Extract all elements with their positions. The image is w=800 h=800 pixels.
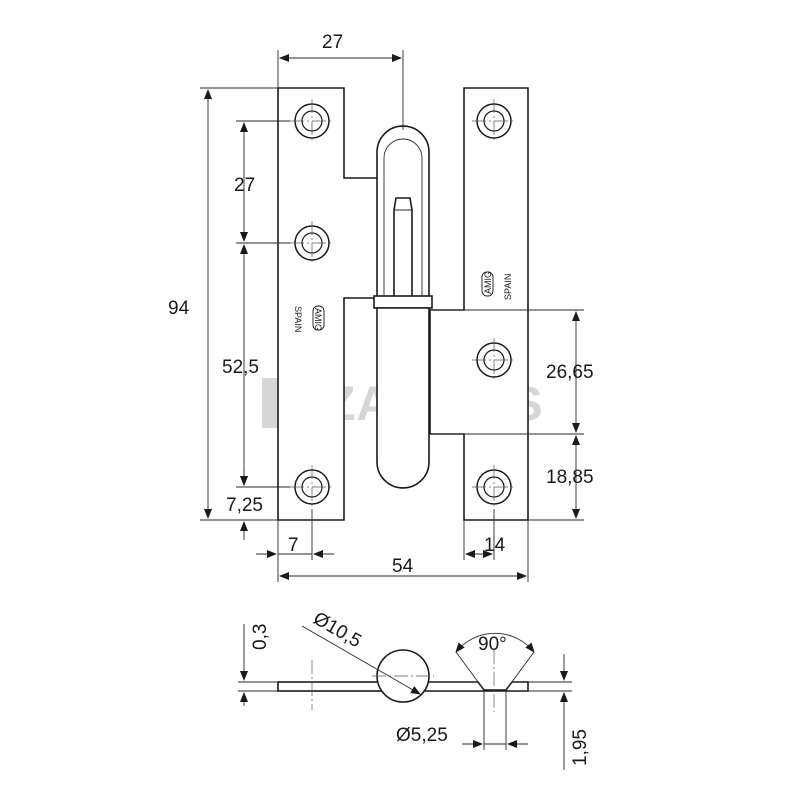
svg-text:AMIG: AMIG	[483, 271, 493, 294]
svg-text:SPAIN: SPAIN	[293, 306, 303, 332]
dim-knuckle-offset: 27	[322, 32, 343, 53]
screw-hole	[290, 465, 334, 509]
dim-right-bottom-offset: 18,85	[546, 467, 594, 488]
dimension-labels: 27 94 27 52,5 7,25 7 54 14 26,65 18,85	[168, 32, 594, 577]
hinge-pin-lower	[376, 307, 430, 489]
stamp-left: AMIG SPAIN	[293, 305, 325, 332]
hinge-pin-upper	[376, 125, 430, 301]
dim-hole-spacing-lower: 52,5	[222, 357, 259, 378]
dim-countersink-angle: 90°	[478, 634, 507, 655]
stamp-right: AMIG SPAIN	[481, 271, 513, 300]
screw-hole	[290, 99, 334, 143]
dim-hole-diameter: Ø5,25	[396, 725, 448, 746]
svg-text:SPAIN: SPAIN	[503, 274, 513, 300]
dim-hole-spacing-upper: 27	[234, 175, 255, 196]
dim-overall-height: 94	[168, 298, 190, 319]
hinge-front-view: AMIG SPAIN AMIG SPAIN	[277, 87, 529, 521]
dim-right-hole-spacing: 26,65	[546, 362, 594, 383]
section-left-leaf	[277, 681, 389, 692]
dim-thickness-gap: 0,3	[250, 624, 271, 650]
screw-hole	[472, 465, 516, 509]
section-right-leaf	[419, 681, 529, 692]
screw-hole	[472, 99, 516, 143]
dim-right-hole-inset: 14	[484, 535, 506, 556]
pin-collar	[373, 295, 433, 309]
screw-hole	[290, 221, 334, 265]
dim-plate-thickness: 1,95	[570, 729, 591, 766]
dim-pin-diameter: Ø10,5	[310, 608, 365, 652]
dim-bottom-offset-left: 7,25	[226, 495, 263, 516]
hinge-section-view	[238, 624, 572, 770]
left-leaf	[277, 87, 381, 521]
dimension-lines	[200, 50, 584, 582]
dim-left-hole-inset: 7	[288, 535, 299, 556]
right-leaf	[429, 87, 529, 521]
screw-hole	[472, 338, 516, 382]
dim-overall-width: 54	[392, 556, 414, 577]
svg-text:AMIG: AMIG	[313, 308, 323, 331]
